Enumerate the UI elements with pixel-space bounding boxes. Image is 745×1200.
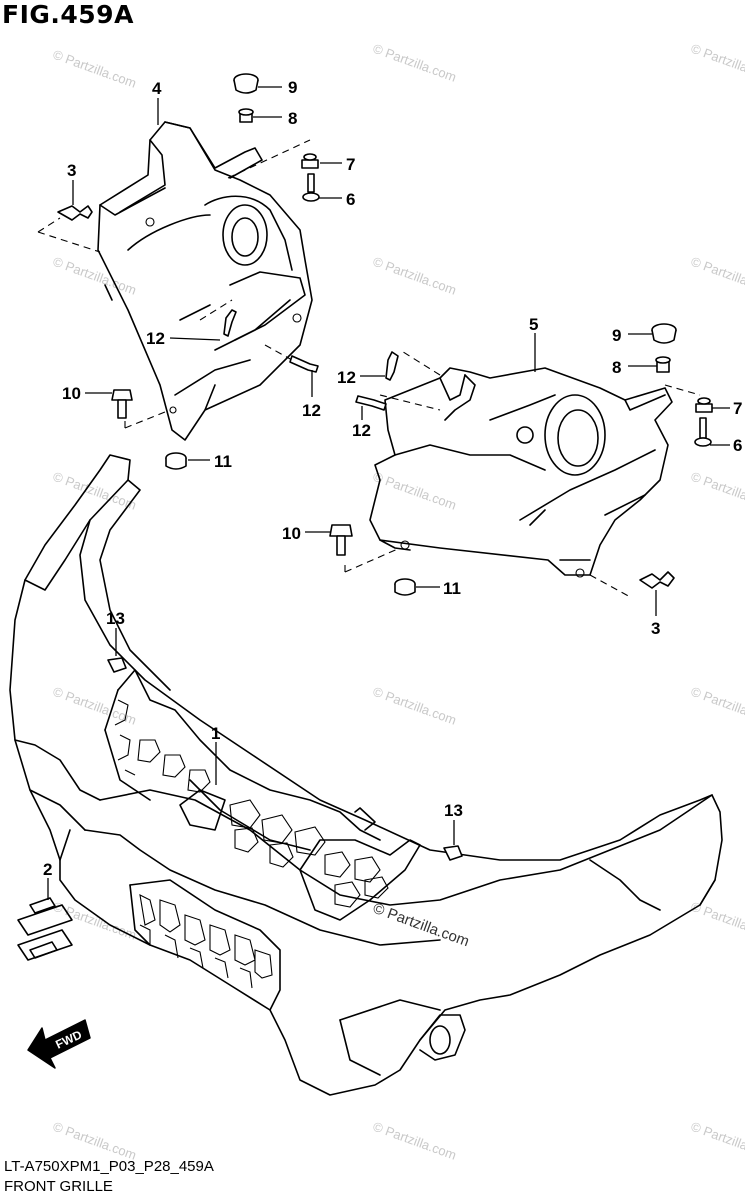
watermark-text: © Partzilla.com [371, 254, 458, 298]
watermark-text: © Partzilla.com [51, 1119, 138, 1163]
callout-9: 9 [612, 326, 621, 345]
fwd-arrow-icon: FWD [27, 1019, 91, 1069]
callout-8: 8 [288, 109, 297, 128]
callout-12: 12 [337, 368, 356, 387]
callout-13: 13 [444, 801, 463, 820]
part-1-front-grille [9, 454, 723, 1096]
callout-9: 9 [288, 78, 297, 97]
hardware-parts [57, 73, 713, 861]
watermark-text: © Partzilla.com [689, 684, 745, 728]
callout-3: 3 [67, 161, 76, 180]
lower-grille-mesh [139, 894, 273, 989]
assembly-lines [37, 139, 701, 599]
watermark-text: © Partzilla.com [51, 899, 138, 943]
watermark-text: © Partzilla.com [689, 1119, 745, 1163]
callout-7: 7 [733, 399, 742, 418]
callout-10: 10 [62, 384, 81, 403]
watermark-text: © Partzilla.com [371, 469, 458, 513]
watermarks: © Partzilla.com © Partzilla.com © Partzi… [51, 41, 745, 1163]
callout-11: 11 [214, 452, 232, 471]
callout-6: 6 [733, 436, 742, 455]
watermark-text: © Partzilla.com [51, 47, 138, 91]
callout-5: 5 [529, 315, 538, 334]
upper-grille-mesh [114, 699, 326, 868]
right-grille-mesh [324, 851, 389, 908]
callout-3: 3 [651, 619, 660, 638]
callout-12: 12 [302, 401, 321, 420]
watermark-text: © Partzilla.com [689, 899, 745, 943]
watermark-text: © Partzilla.com [371, 684, 458, 728]
watermark-text: © Partzilla.com [51, 684, 138, 728]
callout-10: 10 [282, 524, 301, 543]
callout-12: 12 [352, 421, 371, 440]
watermark-text: © Partzilla.com [689, 41, 745, 85]
callout-1: 1 [211, 724, 220, 743]
part-5-right-inner-cover [369, 367, 673, 578]
callout-8: 8 [612, 358, 621, 377]
drawing-code: LT-A750XPM1_P03_P28_459A [4, 1158, 214, 1175]
callout-6: 6 [346, 190, 355, 209]
figure-name: FRONT GRILLE [4, 1178, 113, 1195]
callout-12: 12 [146, 329, 165, 348]
callout-numbers: 4 3 9 8 7 6 12 12 10 11 5 9 8 7 6 12 12 … [43, 78, 742, 879]
callout-7: 7 [346, 155, 355, 174]
callout-4: 4 [152, 79, 162, 98]
watermark-text: © Partzilla.com [371, 1119, 458, 1163]
watermark-text: © Partzilla.com [689, 254, 745, 298]
watermark-text-center: © Partzilla.com [371, 900, 472, 951]
part-4-left-inner-cover [97, 121, 313, 441]
watermark-text: © Partzilla.com [51, 254, 138, 298]
watermark-text: © Partzilla.com [689, 469, 745, 513]
figure-title: FIG.459A [2, 0, 134, 29]
watermark-text: © Partzilla.com [371, 41, 458, 85]
callout-11: 11 [443, 579, 461, 598]
part-2-emblem [17, 897, 73, 961]
callout-13: 13 [106, 609, 125, 628]
callout-2: 2 [43, 860, 52, 879]
watermark-text: © Partzilla.com [51, 469, 138, 513]
leader-lines [47, 86, 730, 900]
